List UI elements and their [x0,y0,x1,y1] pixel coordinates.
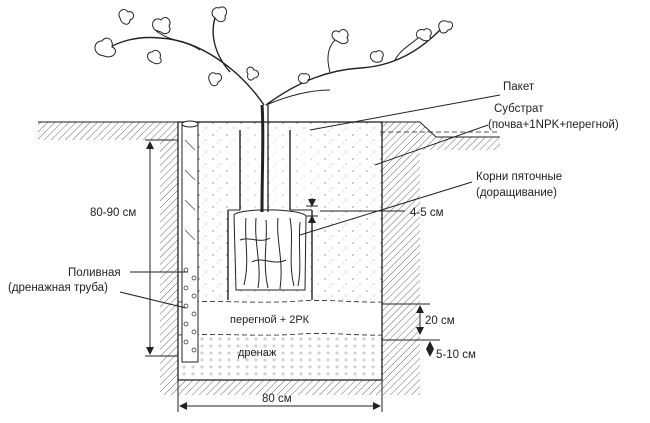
soil-layers [177,300,383,380]
drainage-dimension [382,339,440,357]
label-substrate: Субстрат [494,103,544,115]
label-width: 80 см [262,393,292,405]
leader-lines [119,94,501,309]
gap-dimension [306,198,405,224]
root-system [233,209,307,291]
label-humus-layer: перегной + 2РК [230,314,310,326]
label-humus-thickness: 20 см [425,315,455,327]
label-package: Пакет [503,81,535,93]
label-roots: Корни пяточные [476,171,562,183]
label-drainage-thickness: 5-10 см [436,349,476,361]
label-depth: 80-90 см [90,207,136,219]
depth-dimension [145,139,178,357]
label-substrate-detail: (почва+1NPK+перегной) [488,119,619,131]
label-pipe: Поливная [68,267,121,279]
label-drainage-layer: дренаж [238,347,277,359]
plant-stem [260,104,269,213]
label-pipe-detail: (дренажная труба) [8,282,108,294]
soil-ground [38,121,500,395]
plant-branches [99,17,441,106]
humus-dimension [382,303,430,335]
plant-leaves [94,6,453,87]
label-gap: 4-5 см [410,207,444,219]
width-dimension [177,380,383,412]
drainage-pipe [181,120,199,363]
label-roots-detail: (доращивание) [476,187,557,199]
